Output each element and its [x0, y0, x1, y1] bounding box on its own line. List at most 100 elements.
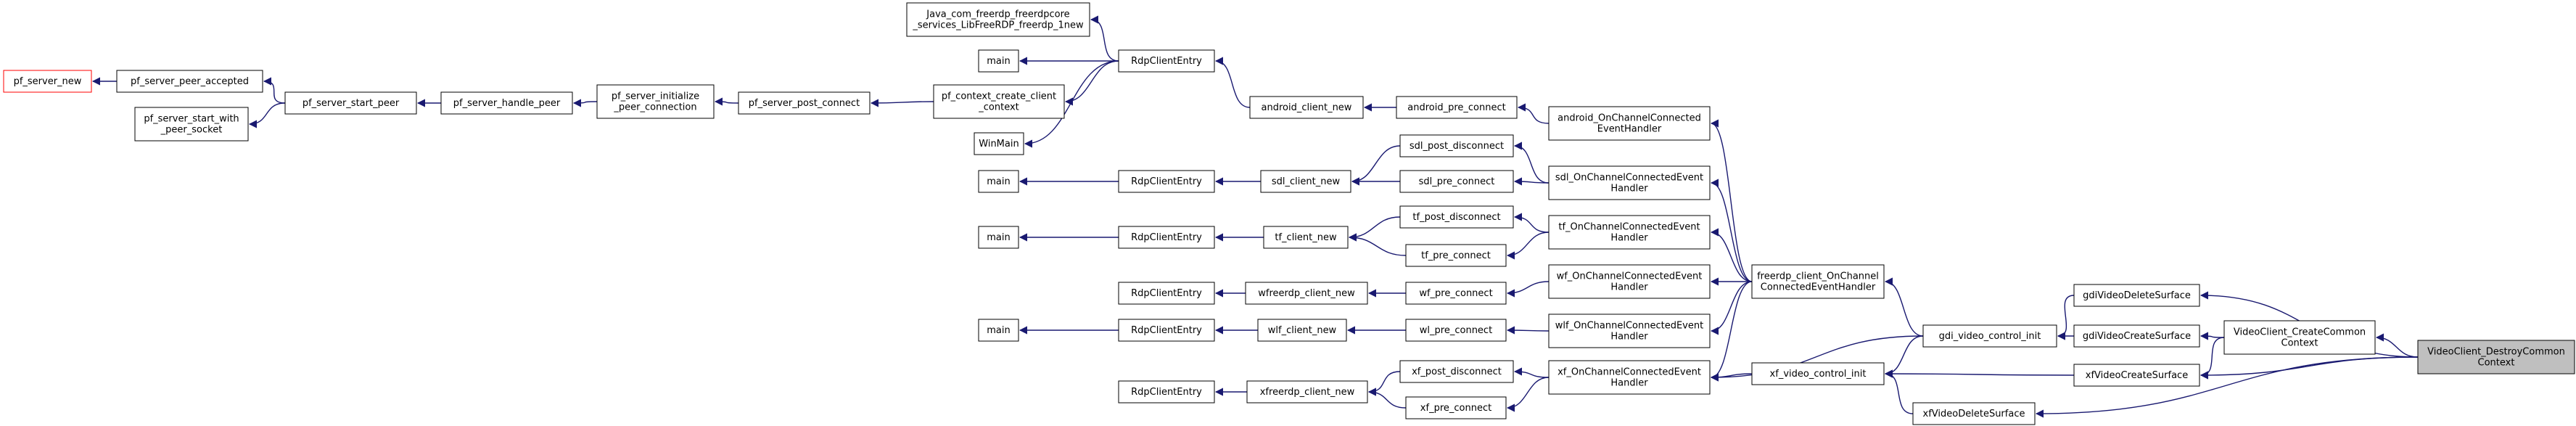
node-box: [1751, 264, 1885, 299]
node-label-line: main: [987, 56, 1010, 67]
node-label-line: VideoClient_CreateCommon: [2234, 327, 2366, 338]
edge-pf_server_post_connect-to-pf_context_create_client_context: [870, 99, 934, 107]
node-android-pre-connect[interactable]: android_pre_connect: [1396, 96, 1518, 119]
node-label-line: tf_pre_connect: [1421, 250, 1491, 261]
node-wfreerdp-client-new[interactable]: wfreerdp_client_new: [1245, 282, 1368, 305]
node-tf-pre-connect[interactable]: tf_pre_connect: [1405, 244, 1507, 267]
node-box: [1922, 324, 2057, 348]
edge-tf_pre_connect-to-tf_handler: [1506, 232, 1550, 260]
node-box: [1257, 319, 1347, 342]
node-sdl-client-new[interactable]: sdl_client_new: [1260, 170, 1351, 193]
node-sdl-post-disconnect[interactable]: sdl_post_disconnect: [1399, 134, 1514, 157]
node-android-client-new[interactable]: android_client_new: [1249, 96, 1364, 119]
node-freerdp-handler[interactable]: freerdp_client_OnChannelConnectedEventHa…: [1751, 264, 1885, 299]
node-xfVideoCreateSurface[interactable]: xfVideoCreateSurface: [2073, 364, 2200, 387]
node-wf-pre-connect[interactable]: wf_pre_connect: [1405, 282, 1507, 305]
node-pf-server-start-with-peer-socket[interactable]: pf_server_start_with_peer_socket: [134, 107, 249, 142]
node-tf-client-new[interactable]: tf_client_new: [1263, 226, 1349, 249]
node-box: [1548, 314, 1711, 348]
node-pf-server-new[interactable]: pf_server_new: [3, 70, 92, 93]
node-label-line: wf_pre_connect: [1419, 288, 1492, 299]
nodes-layer: pf_server_new pf_server_peer_accepted pf_s…: [3, 2, 2575, 425]
node-gdiVideoCreateSurface[interactable]: gdiVideoCreateSurface: [2073, 324, 2200, 348]
node-box: [1246, 380, 1368, 404]
node-wl-pre-connect[interactable]: wl_pre_connect: [1405, 319, 1507, 342]
edge-tf_handler-to-freerdp_handler: [1710, 228, 1753, 282]
node-main-a[interactable]: main: [978, 49, 1019, 73]
node-rdpclient-f[interactable]: RdpClientEntry: [1118, 380, 1215, 404]
node-wlf-client-new[interactable]: wlf_client_new: [1257, 319, 1347, 342]
node-label-line: _peer_socket: [160, 125, 223, 136]
node-xf-post-disconnect[interactable]: xf_post_disconnect: [1399, 360, 1514, 383]
node-gdi-video-control-init[interactable]: gdi_video_control_init: [1922, 324, 2057, 348]
node-label-line: sdl_client_new: [1272, 176, 1341, 187]
node-pf-context-create-client-context[interactable]: pf_context_create_client_context: [933, 84, 1065, 119]
node-box: [933, 84, 1065, 119]
node-label-line: RdpClientEntry: [1131, 325, 1202, 336]
node-pf-server-start-peer[interactable]: pf_server_start_peer: [284, 91, 417, 115]
node-xf-video-control-init[interactable]: xf_video_control_init: [1751, 362, 1885, 385]
node-box: [2223, 320, 2376, 355]
node-box: [134, 107, 249, 142]
node-winmain[interactable]: WinMain: [974, 132, 1024, 155]
node-label-line: gdiVideoCreateSurface: [2083, 331, 2191, 342]
node-pf-server-initialize-peer-connection[interactable]: pf_server_initialize_peer_connection: [596, 84, 715, 119]
node-box: [1399, 170, 1514, 193]
node-rdpclient-d[interactable]: RdpClientEntry: [1118, 282, 1215, 305]
node-tf-post-disconnect[interactable]: tf_post_disconnect: [1399, 205, 1514, 229]
edge-rdpclient_a-to-android_client_new: [1214, 57, 1251, 108]
node-label-line: pf_context_create_client: [942, 91, 1056, 102]
node-box: [974, 132, 1024, 155]
node-label-line: main: [987, 176, 1010, 187]
node-box: [1751, 362, 1885, 385]
node-rdpclient-c[interactable]: RdpClientEntry: [1118, 226, 1215, 249]
node-pf-server-handle-peer[interactable]: pf_server_handle_peer: [440, 91, 573, 115]
node-xfVideoDeleteSurface[interactable]: xfVideoDeleteSurface: [1912, 402, 2036, 425]
node-pf-server-peer-accepted[interactable]: pf_server_peer_accepted: [116, 70, 263, 93]
edge-wf_pre_connect-to-wf_handler: [1506, 281, 1550, 298]
node-pf-server-post-connect[interactable]: pf_server_post_connect: [738, 91, 871, 115]
edge-sdl_post_disconnect-to-sdl_handler: [1513, 142, 1550, 184]
edge-pf_context_create_client_context-to-rdpclient_a: [1064, 60, 1119, 106]
node-box: [1260, 170, 1351, 193]
node-box: [3, 70, 92, 93]
node-label-line: xf_video_control_init: [1770, 369, 1867, 380]
node-gdiVideoDeleteSurface[interactable]: gdiVideoDeleteSurface: [2073, 284, 2200, 307]
node-sdl-pre-connect[interactable]: sdl_pre_connect: [1399, 170, 1514, 193]
node-box: [1118, 226, 1215, 249]
node-box: [1912, 402, 2036, 425]
node-label-line: android_pre_connect: [1407, 102, 1505, 113]
node-main-b[interactable]: main: [978, 170, 1019, 193]
node-rdpclient-a[interactable]: RdpClientEntry: [1118, 49, 1215, 73]
node-box: [1118, 319, 1215, 342]
node-main-e[interactable]: main: [978, 319, 1019, 342]
edge-wlf_handler-to-freerdp_handler: [1710, 281, 1753, 335]
node-main-c[interactable]: main: [978, 226, 1019, 249]
node-box: [1548, 165, 1711, 200]
node-label-line: Handler: [1610, 184, 1648, 194]
node-label-line: tf_post_disconnect: [1412, 212, 1500, 223]
edge-xf_pre_connect-to-xf_handler: [1506, 377, 1550, 412]
node-java-entry[interactable]: Java_com_freerdp_freerdpcore_services_Li…: [906, 2, 1090, 37]
node-label-line: pf_server_peer_accepted: [131, 76, 249, 87]
node-label-line: xf_OnChannelConnectedEvent: [1557, 367, 1701, 378]
node-box: [1118, 282, 1215, 305]
node-rdpclient-e[interactable]: RdpClientEntry: [1118, 319, 1215, 342]
node-label-line: main: [987, 325, 1010, 336]
edge-xf_video_control_init-to-gdi_video_control_init: [1884, 335, 1924, 378]
node-label-line: xf_post_disconnect: [1412, 366, 1502, 377]
node-xf-pre-connect[interactable]: xf_pre_connect: [1405, 396, 1507, 419]
node-label-line: xfVideoCreateSurface: [2086, 370, 2188, 381]
edges-layer: [91, 15, 2419, 418]
node-xfreerdp-client-new[interactable]: xfreerdp_client_new: [1246, 380, 1368, 404]
node-label-line: EventHandler: [1597, 124, 1662, 135]
node-rdpclient-b[interactable]: RdpClientEntry: [1118, 170, 1215, 193]
